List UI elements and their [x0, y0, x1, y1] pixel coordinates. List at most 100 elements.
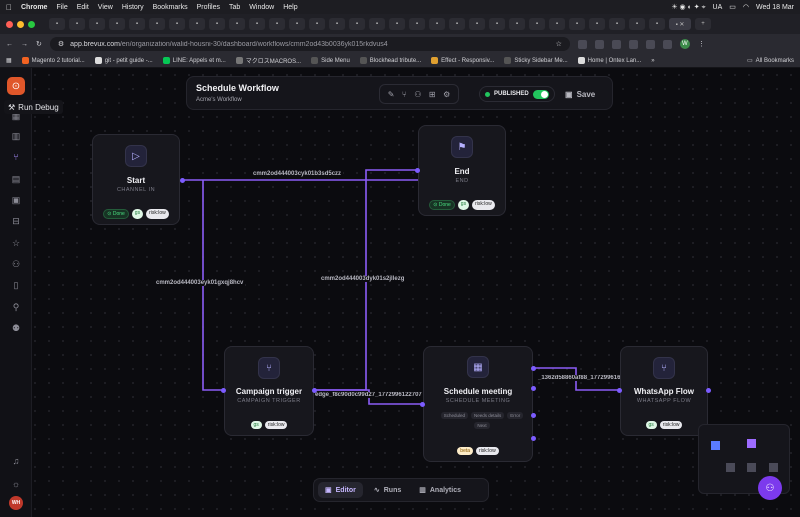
browser-tab[interactable]: ▪	[469, 18, 485, 30]
bookmark-item[interactable]: git - petit guide -...	[94, 57, 153, 64]
layout-grid-icon[interactable]: ⊞	[428, 89, 436, 99]
menu-file[interactable]: File	[50, 3, 67, 11]
apps-grid-icon[interactable]: ▦	[6, 58, 12, 64]
node-input-handle[interactable]	[617, 388, 622, 393]
team-icon[interactable]: ⚉	[11, 322, 21, 333]
browser-tab[interactable]: ▪	[609, 18, 625, 30]
node-schedule-meeting[interactable]: ▦ Schedule meeting SCHEDULE MEETING Sche…	[423, 346, 533, 462]
node-output-handle[interactable]	[706, 388, 711, 393]
theme-sun-icon[interactable]: ☼	[11, 479, 21, 489]
edge-label-schedule-whatsapp[interactable]: _1362d58860af88_177299616	[536, 375, 620, 381]
window-zoom-button[interactable]	[28, 20, 35, 28]
browser-tab[interactable]: ▪	[629, 18, 645, 30]
bookmark-item[interactable]: Sticky Sidebar Me...	[504, 57, 568, 64]
edge-label-campaign-end[interactable]: cmm2od444003dyk01s2jllezg	[319, 276, 407, 282]
workflow-title[interactable]: Schedule Workflow	[196, 83, 279, 93]
menu-view[interactable]: View	[91, 3, 113, 11]
menu-edit[interactable]: Edit	[70, 3, 89, 11]
reload-icon[interactable]: ↻	[36, 41, 42, 48]
extension-icon[interactable]	[645, 39, 655, 49]
browser-tab[interactable]: ▪	[129, 18, 145, 30]
node-output-handle[interactable]	[531, 386, 536, 391]
menu-bookmarks[interactable]: Bookmarks	[146, 3, 188, 11]
keyboard-layout[interactable]: UA	[712, 3, 723, 11]
browser-tab[interactable]: ▪	[509, 18, 525, 30]
run-debug-button[interactable]: ⚒ Run Debug	[4, 100, 63, 114]
star-icon[interactable]: ☆	[11, 237, 21, 248]
browser-menu-icon[interactable]: ⋮	[697, 41, 705, 48]
wifi-icon[interactable]: ◠	[742, 4, 749, 11]
browser-tab[interactable]: ▪	[449, 18, 465, 30]
dashboard-grid-icon[interactable]: ▦	[11, 110, 21, 121]
window-close-button[interactable]	[6, 20, 13, 28]
profile-avatar[interactable]: W	[679, 39, 690, 49]
publish-status[interactable]: PUBLISHED	[479, 86, 555, 102]
bookmarks-overflow[interactable]: »	[651, 57, 655, 64]
browser-tab[interactable]: ▪	[649, 18, 665, 30]
node-whatsapp-flow[interactable]: ⑂ WhatsApp Flow WHATSAPP FLOW gs risk:lo…	[620, 346, 708, 436]
browser-tab[interactable]: ▪	[549, 18, 565, 30]
extension-icon[interactable]	[594, 39, 604, 49]
node-output-handle[interactable]	[531, 413, 536, 418]
browser-tab[interactable]: ▪	[529, 18, 545, 30]
browser-tab[interactable]: ▪	[209, 18, 225, 30]
user-avatar[interactable]: WH	[9, 496, 23, 510]
menu-profiles[interactable]: Profiles	[190, 3, 220, 11]
browser-tab[interactable]: ▪	[489, 18, 505, 30]
menu-app-name[interactable]: Chrome	[15, 3, 47, 11]
browser-tab[interactable]: ▪	[69, 18, 85, 30]
node-start[interactable]: ▷ Start CHANNEL IN ⊙ Done gs risk:low	[92, 134, 180, 225]
users-icon[interactable]: ⚇	[11, 258, 21, 269]
window-minimize-button[interactable]	[17, 20, 24, 28]
bell-icon[interactable]: ♫	[12, 456, 20, 466]
settings-gear-icon[interactable]: ⚙	[443, 89, 451, 99]
address-bar[interactable]: ⚙ app.brevux.com/en/organization/walid-h…	[49, 37, 570, 51]
browser-tab[interactable]: ▪	[309, 18, 325, 30]
browser-tab[interactable]: ▪	[349, 18, 365, 30]
workflow-branch-icon[interactable]: ⑂	[13, 152, 19, 162]
battery-icon[interactable]: ▭	[729, 4, 736, 11]
browser-tab[interactable]: ▪	[409, 18, 425, 30]
extension-icon[interactable]	[611, 39, 621, 49]
node-input-handle[interactable]	[415, 168, 420, 173]
browser-tab[interactable]: ▪	[229, 18, 245, 30]
bookmark-item[interactable]: Side Menu	[311, 57, 350, 64]
briefcase-icon[interactable]: ▤	[11, 173, 21, 184]
apple-icon[interactable]: 	[6, 3, 12, 12]
tab-editor[interactable]: ▣ Editor	[318, 482, 363, 498]
menu-help[interactable]: Help	[277, 3, 297, 11]
bookmark-item[interactable]: Home | Ontex Lan...	[577, 57, 641, 64]
publish-toggle[interactable]	[532, 89, 549, 99]
browser-tab[interactable]: ▪	[109, 18, 125, 30]
menu-tab[interactable]: Tab	[222, 3, 240, 11]
bar-chart-icon[interactable]: ▥	[11, 130, 21, 141]
browser-tab[interactable]: ▪	[269, 18, 285, 30]
back-icon[interactable]: ←	[6, 40, 13, 48]
node-input-handle[interactable]	[221, 388, 226, 393]
integrations-icon[interactable]: ⚲	[12, 301, 20, 312]
book-icon[interactable]: ▯	[13, 279, 19, 290]
browser-tab[interactable]: ▪	[189, 18, 205, 30]
bookmark-item[interactable]: Blockhead tribute...	[359, 57, 421, 64]
browser-tab[interactable]: ▪	[169, 18, 185, 30]
browser-tab[interactable]: ▪	[329, 18, 345, 30]
node-output-handle[interactable]	[180, 178, 185, 183]
forward-icon[interactable]: →	[21, 40, 28, 48]
browser-tab[interactable]: ▪	[369, 18, 385, 30]
save-button[interactable]: ▣ Save	[565, 86, 595, 102]
extension-icon[interactable]	[662, 39, 672, 49]
calendar-icon[interactable]: ▣	[11, 194, 21, 205]
menu-window[interactable]: Window	[243, 3, 274, 11]
site-info-icon[interactable]: ⚙	[57, 41, 65, 48]
browser-tab[interactable]: ▪	[49, 18, 65, 30]
brand-logo[interactable]: ⊙	[7, 77, 25, 95]
edge-label-start-campaign[interactable]: cmm2od444003eyk01gxqj8hcv	[154, 280, 246, 286]
clock[interactable]: Wed 18 Mar	[756, 3, 794, 11]
browser-tab[interactable]: ▪	[89, 18, 105, 30]
tab-analytics[interactable]: ▥ Analytics	[412, 482, 468, 498]
browser-tab[interactable]: ▪	[289, 18, 305, 30]
browser-tab[interactable]: ▪	[589, 18, 605, 30]
extension-icon[interactable]	[577, 39, 587, 49]
edge-start-campaign[interactable]	[202, 180, 224, 391]
node-output-handle[interactable]	[531, 366, 536, 371]
